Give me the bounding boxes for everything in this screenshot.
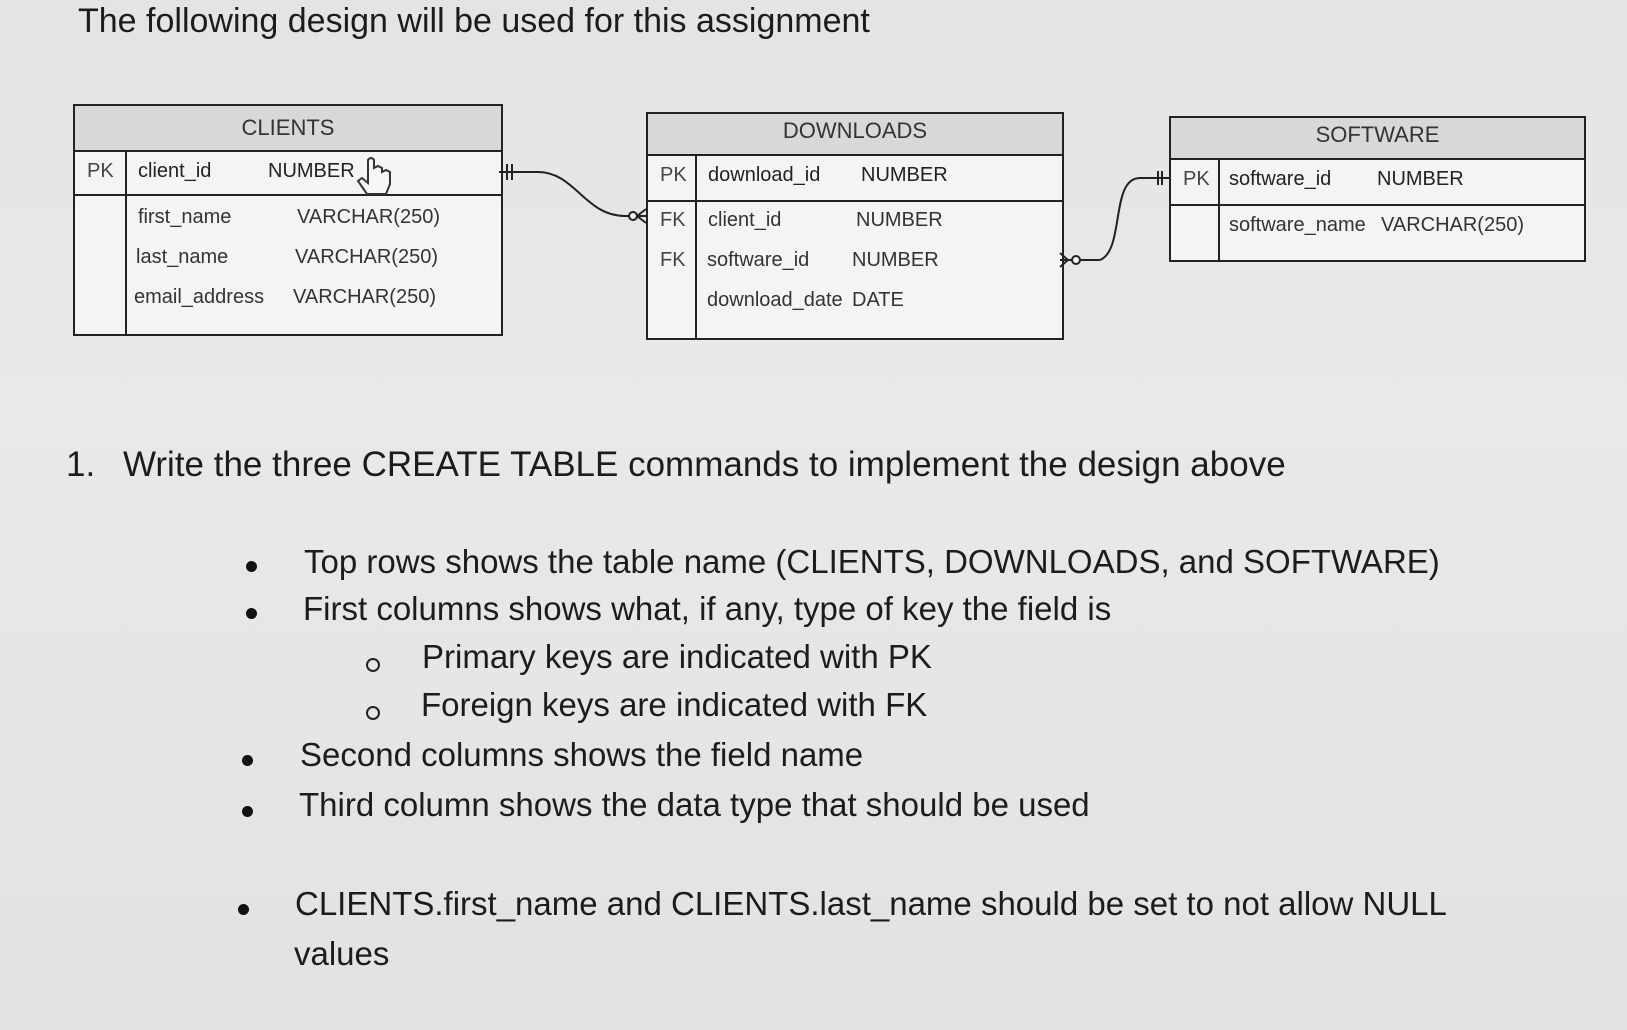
sub-bullet-fk: Foreign keys are indicated with FK (421, 686, 928, 723)
sub-bullet-ring (366, 706, 380, 720)
clients-type-2: VARCHAR(250) (295, 246, 438, 268)
downloads-type-3: DATE (852, 289, 904, 311)
bullet-null-note: CLIENTS.first_name and CLIENTS.last_name… (295, 885, 1447, 922)
bullet-dot (242, 806, 253, 817)
downloads-key-2: FK (660, 249, 686, 271)
hand-cursor-icon (356, 157, 391, 195)
clients-field-3: email_address (134, 286, 265, 308)
downloads-table: DOWNLOADS PK download_id NUMBER FK clien… (646, 112, 1064, 340)
question-text: Write the three CREATE TABLE commands to… (123, 445, 1286, 484)
downloads-type-0: NUMBER (861, 164, 948, 186)
clients-field-0: client_id (138, 160, 212, 182)
downloads-field-1: client_id (708, 209, 782, 231)
bullet-field-name: Second columns shows the field name (300, 736, 864, 773)
clients-table: CLIENTS PK client_id NUMBER first_name V… (73, 104, 503, 336)
bullet-dot (246, 608, 257, 619)
bullet-dot (238, 904, 249, 915)
clients-field-2: last_name (136, 246, 229, 268)
bullet-table-name: Top rows shows the table name (CLIENTS, … (304, 543, 1440, 580)
downloads-key-0: PK (660, 164, 687, 186)
clients-key-0: PK (87, 160, 114, 182)
software-table-name: SOFTWARE (1171, 118, 1584, 160)
sub-bullet-pk: Primary keys are indicated with PK (422, 638, 932, 675)
software-type-1: VARCHAR(250) (1381, 214, 1524, 236)
software-field-1: software_name (1229, 214, 1366, 236)
software-table: SOFTWARE PK software_id NUMBER software_… (1169, 116, 1586, 262)
clients-type-3: VARCHAR(250) (293, 286, 436, 308)
software-key-0: PK (1183, 168, 1210, 190)
downloads-type-2: NUMBER (852, 249, 939, 271)
bullet-null-note-continued: values (294, 935, 390, 972)
downloads-type-1: NUMBER (856, 209, 943, 231)
clients-field-1: first_name (138, 206, 232, 228)
bullet-dot (246, 561, 257, 572)
downloads-key-1: FK (660, 209, 686, 231)
downloads-table-name: DOWNLOADS (648, 114, 1062, 156)
question-1: 1. Write the three CREATE TABLE commands … (66, 445, 1286, 485)
question-number: 1. (66, 445, 96, 484)
software-field-0: software_id (1229, 168, 1332, 190)
bullet-key-type: First columns shows what, if any, type o… (303, 590, 1112, 627)
downloads-field-2: software_id (707, 249, 810, 271)
bullet-data-type: Third column shows the data type that sh… (299, 786, 1090, 823)
clients-table-name: CLIENTS (75, 106, 501, 152)
clients-type-1: VARCHAR(250) (297, 206, 440, 228)
intro-text: The following design will be used for th… (78, 2, 870, 40)
downloads-field-0: download_id (708, 164, 821, 186)
downloads-field-3: download_date (707, 289, 843, 311)
software-type-0: NUMBER (1377, 168, 1464, 190)
clients-type-0: NUMBER (268, 160, 355, 182)
clients-downloads-relationship (499, 164, 647, 224)
sub-bullet-ring (366, 658, 380, 672)
bullet-dot (242, 755, 253, 766)
downloads-software-relationship (1059, 171, 1169, 268)
